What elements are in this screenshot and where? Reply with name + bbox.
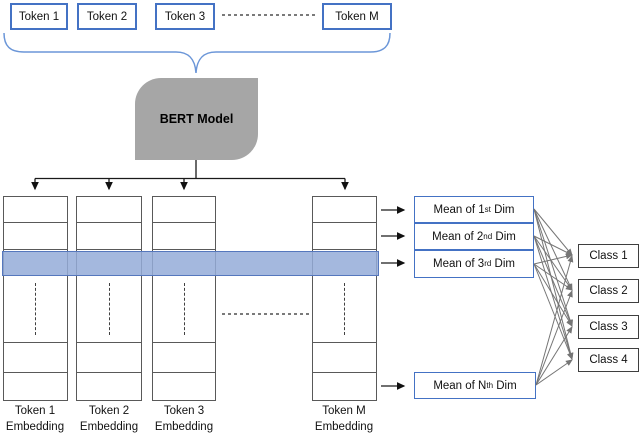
token-box-2: Token 2	[77, 3, 137, 30]
vector-cell	[153, 373, 215, 400]
embedding-column-2	[76, 196, 142, 401]
mean-class-link	[535, 359, 573, 386]
mean-class-link	[533, 208, 573, 327]
bert-model-box: BERT Model	[135, 78, 258, 160]
vector-cell	[4, 373, 67, 400]
embedding-label-line1: Token 3	[163, 405, 205, 417]
embedding-label-3: Token 3 Embedding	[142, 403, 226, 435]
mean-class-link	[533, 253, 573, 265]
mean-class-link	[533, 263, 573, 327]
embedding-label-line2: Embedding	[79, 421, 139, 433]
mean-label-rest: Dim	[493, 379, 517, 392]
vector-cell	[313, 343, 376, 373]
token-label: Token 3	[164, 10, 206, 23]
mean-label: Mean of 3	[433, 258, 485, 270]
vector-cell-ellipsis	[4, 276, 67, 343]
vector-cell	[313, 197, 376, 223]
class-label: Class 1	[589, 250, 628, 262]
token-box-m: Token M	[322, 3, 392, 30]
vertical-ellipsis-icon	[108, 283, 110, 335]
embedding-label-2: Token 2 Embedding	[67, 403, 151, 435]
mean-label-rest: Dim	[491, 258, 515, 270]
mean-class-link	[535, 290, 573, 386]
embedding-label-line2: Embedding	[5, 421, 65, 433]
mean-class-link	[535, 326, 573, 386]
embedding-label-line1: Token M	[322, 405, 366, 417]
vector-cell	[153, 197, 215, 223]
vector-cell	[153, 223, 215, 250]
mean-label: Mean of N	[433, 379, 487, 392]
token-box-3: Token 3	[155, 3, 215, 30]
mean-class-link	[533, 263, 573, 291]
token-label: Token 2	[86, 10, 128, 23]
curly-brace-icon	[3, 32, 391, 74]
embedding-label-1: Token 1 Embedding	[0, 403, 77, 435]
mean-class-link	[533, 235, 573, 327]
embedding-column-m	[312, 196, 377, 401]
mean-class-link	[533, 235, 574, 360]
mean-class-link	[533, 208, 573, 291]
vector-cell-ellipsis	[77, 276, 141, 343]
vector-cell	[4, 197, 67, 223]
mean-class-link	[535, 255, 574, 386]
class-box-3: Class 3	[578, 315, 639, 339]
mean-class-link	[533, 235, 573, 291]
class-box-2: Class 2	[578, 279, 639, 303]
mean-class-link	[533, 208, 573, 256]
embedding-label-line1: Token 1	[14, 405, 56, 417]
vector-cell	[313, 373, 376, 400]
mean-label: Mean of 2	[432, 230, 484, 243]
vector-cell	[77, 373, 141, 400]
vector-cell	[4, 343, 67, 373]
vertical-ellipsis-icon	[35, 283, 36, 335]
token-label: Token 1	[18, 10, 60, 23]
class-label: Class 4	[589, 354, 628, 366]
vertical-ellipsis-icon	[183, 283, 185, 335]
vector-cell-ellipsis	[313, 276, 376, 343]
vector-cell	[77, 197, 141, 223]
token-box-1: Token 1	[10, 3, 68, 30]
token-label: Token M	[335, 10, 379, 23]
embedding-label-m: Token M Embedding	[302, 403, 386, 435]
vector-cell	[313, 223, 376, 250]
mean-class-link	[533, 263, 573, 360]
vector-cell	[4, 223, 67, 250]
embedding-column-1	[3, 196, 68, 401]
embedding-label-line2: Embedding	[154, 421, 214, 433]
class-box-4: Class 4	[578, 348, 639, 372]
mean-class-link	[533, 235, 573, 256]
embedding-label-line2: Embedding	[314, 421, 374, 433]
class-box-1: Class 1	[578, 244, 639, 268]
mean-class-link	[533, 208, 574, 360]
vector-cell	[153, 343, 215, 373]
class-label: Class 3	[589, 321, 628, 333]
class-label: Class 2	[589, 285, 628, 297]
vertical-ellipsis-icon	[344, 283, 345, 335]
vector-cell-ellipsis	[153, 276, 215, 343]
embedding-column-3	[152, 196, 216, 401]
vector-cell	[77, 223, 141, 250]
embedding-label-line1: Token 2	[88, 405, 130, 417]
mean-label: Mean of 1	[433, 203, 485, 216]
mean-label-rest: Dim	[490, 203, 515, 216]
highlighted-dimension-row	[2, 251, 379, 276]
vector-cell	[77, 343, 141, 373]
bert-model-label: BERT Model	[159, 112, 234, 126]
mean-label-rest: Dim	[492, 230, 516, 243]
